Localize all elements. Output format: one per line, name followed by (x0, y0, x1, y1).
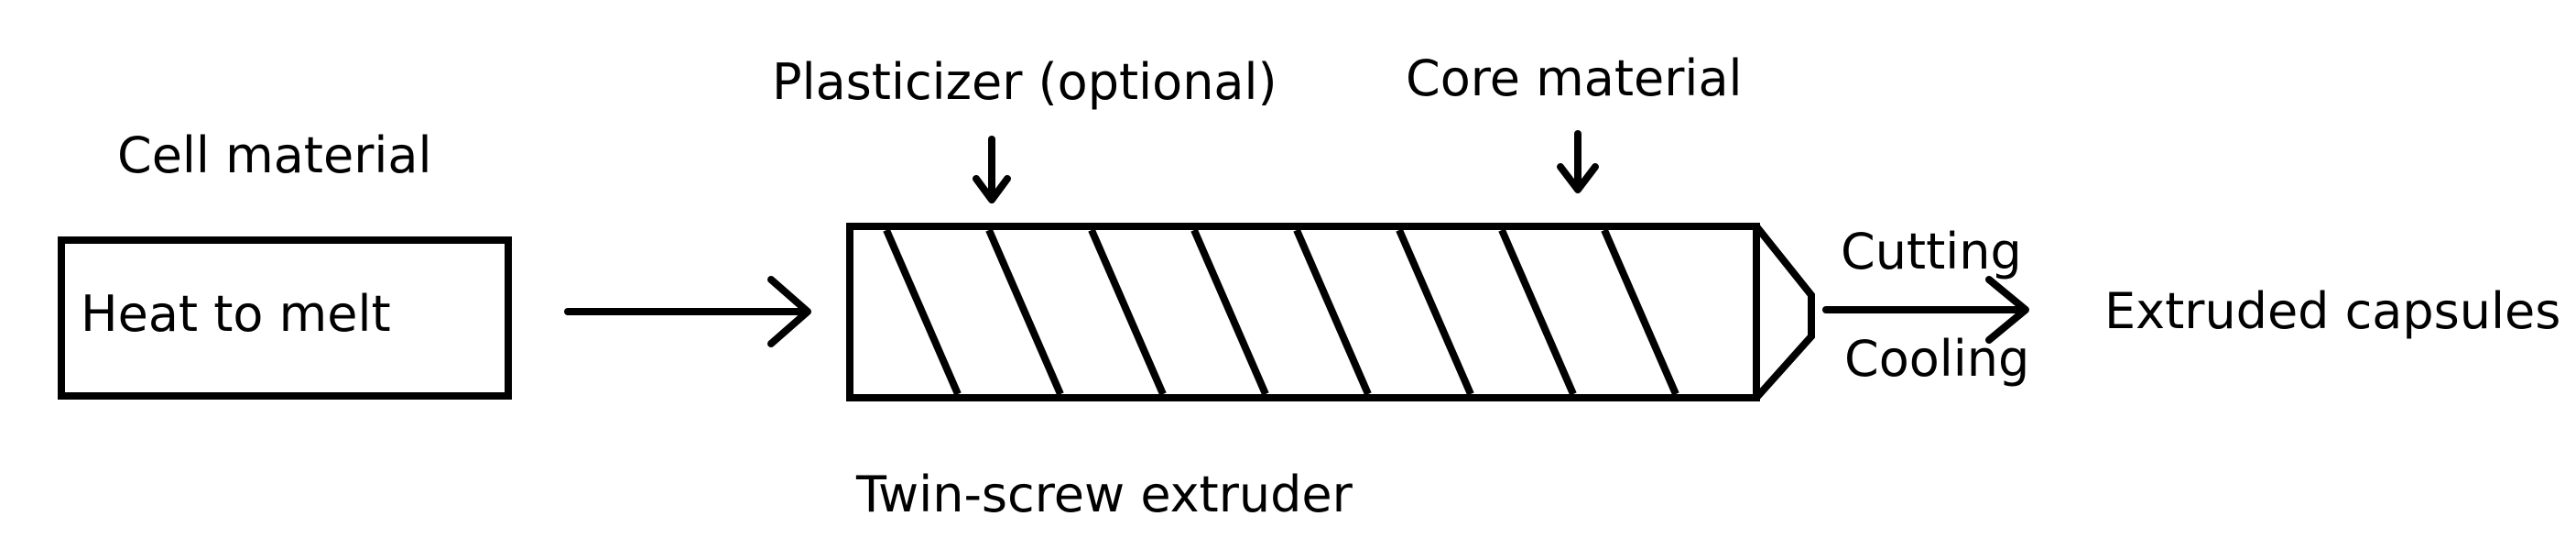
plasticizer-label: Plasticizer (optional) (772, 53, 1277, 111)
core-material-down-arrow-icon (1557, 130, 1599, 193)
screw-flight (985, 228, 1064, 396)
screw-flight (883, 228, 962, 396)
screw-flight (1190, 228, 1269, 396)
extruder-barrel (846, 223, 1760, 401)
melt-box (58, 236, 512, 400)
cell-material-label: Cell material (117, 126, 432, 184)
cutting-label: Cutting (1841, 223, 2022, 280)
screw-flights (883, 228, 1679, 396)
output-arrow-icon (1822, 276, 2029, 344)
screw-flight (1396, 228, 1474, 396)
twin-screw-extruder-label: Twin-screw extruder (855, 466, 1353, 523)
cooling-label: Cooling (1844, 330, 2029, 388)
heat-to-melt-label: Heat to melt (81, 285, 391, 343)
extruded-capsules-label: Extruded capsules (2104, 282, 2560, 340)
extruder-die (1753, 224, 1815, 401)
plasticizer-down-arrow-icon (973, 136, 1011, 203)
feed-arrow-icon (564, 276, 811, 347)
screw-flight (1498, 228, 1577, 396)
screw-flight (1293, 228, 1372, 396)
screw-flight (1601, 228, 1679, 396)
core-material-label: Core material (1406, 49, 1743, 107)
screw-flight (1088, 228, 1167, 396)
